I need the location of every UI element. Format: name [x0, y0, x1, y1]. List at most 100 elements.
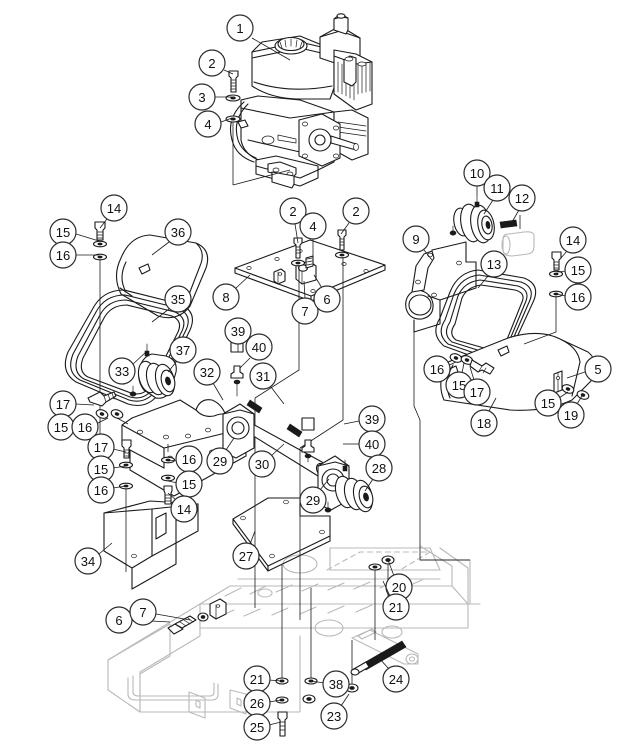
- callout-bubble[interactable]: [206, 447, 234, 475]
- callout-bubble[interactable]: [463, 378, 491, 406]
- callout-18[interactable]: 18: [470, 397, 498, 437]
- callout-36[interactable]: 36: [151, 218, 192, 256]
- callout-34[interactable]: 34: [74, 542, 113, 575]
- callout-28[interactable]: 28: [364, 454, 393, 492]
- callout-21[interactable]: 21: [382, 580, 410, 621]
- callout-bubble[interactable]: [480, 250, 508, 278]
- callout-bubble[interactable]: [243, 713, 271, 741]
- callout-bubble[interactable]: [382, 593, 410, 621]
- callout-15[interactable]: 15: [49, 218, 100, 246]
- callout-6[interactable]: 6: [105, 606, 171, 634]
- callout-6[interactable]: 6: [313, 274, 341, 313]
- callout-bubble[interactable]: [320, 702, 348, 730]
- callout-bubble[interactable]: [194, 110, 222, 138]
- callout-bubble[interactable]: [248, 450, 276, 478]
- callout-bubble[interactable]: [164, 218, 192, 246]
- callout-bubble[interactable]: [129, 598, 157, 626]
- callout-16[interactable]: 16: [555, 283, 592, 311]
- callout-16[interactable]: 16: [49, 241, 99, 269]
- callout-31[interactable]: 31: [249, 362, 285, 405]
- callout-17[interactable]: 17: [87, 433, 127, 461]
- callout-bubble[interactable]: [342, 197, 370, 225]
- callout-33[interactable]: 33: [108, 351, 147, 385]
- callout-29[interactable]: 29: [206, 437, 235, 475]
- callout-bubble[interactable]: [198, 49, 226, 77]
- callout-bubble[interactable]: [423, 355, 451, 383]
- callout-19[interactable]: 19: [557, 395, 585, 429]
- callout-2[interactable]: 2: [198, 49, 234, 77]
- callout-bubble[interactable]: [169, 336, 197, 364]
- callout-14[interactable]: 14: [99, 194, 128, 229]
- callout-bubble[interactable]: [170, 495, 198, 523]
- callout-bubble[interactable]: [249, 362, 277, 390]
- callout-25[interactable]: 25: [243, 713, 282, 741]
- callout-32[interactable]: 32: [193, 358, 224, 401]
- callout-bubble[interactable]: [534, 389, 562, 417]
- callout-bubble[interactable]: [559, 226, 587, 254]
- callout-16[interactable]: 16: [87, 476, 127, 504]
- callout-14[interactable]: 14: [167, 492, 198, 523]
- callout-39[interactable]: 39: [343, 405, 386, 433]
- callout-bubble[interactable]: [279, 197, 307, 225]
- callout-2[interactable]: 2: [340, 197, 370, 235]
- callout-bubble[interactable]: [105, 606, 133, 634]
- callout-26[interactable]: 26: [243, 689, 282, 717]
- callout-5[interactable]: 5: [566, 355, 612, 383]
- callout-29[interactable]: 29: [299, 478, 330, 514]
- callout-23[interactable]: 23: [320, 693, 350, 730]
- callout-15[interactable]: 15: [534, 389, 569, 417]
- callout-bubble[interactable]: [188, 83, 216, 111]
- callout-bubble[interactable]: [299, 486, 327, 514]
- callout-39[interactable]: 39: [224, 317, 252, 352]
- callout-bubble[interactable]: [245, 333, 273, 361]
- callout-bubble[interactable]: [87, 476, 115, 504]
- callout-bubble[interactable]: [49, 241, 77, 269]
- callout-15[interactable]: 15: [556, 256, 592, 284]
- callout-bubble[interactable]: [584, 355, 612, 383]
- callout-bubble[interactable]: [74, 547, 102, 575]
- callout-9[interactable]: 9: [402, 225, 433, 261]
- callout-21[interactable]: 21: [243, 665, 282, 693]
- callout-13[interactable]: 13: [477, 250, 508, 289]
- callout-bubble[interactable]: [557, 401, 585, 429]
- callout-bubble[interactable]: [108, 357, 136, 385]
- callout-bubble[interactable]: [226, 14, 254, 42]
- callout-bubble[interactable]: [470, 409, 498, 437]
- callout-30[interactable]: 30: [248, 443, 285, 478]
- callout-1[interactable]: 1: [226, 14, 291, 61]
- callout-4[interactable]: 4: [299, 212, 327, 262]
- callout-10[interactable]: 10: [463, 159, 491, 196]
- callout-7[interactable]: 7: [291, 280, 319, 325]
- callout-bubble[interactable]: [212, 283, 240, 311]
- callout-7[interactable]: 7: [129, 598, 191, 626]
- callout-bubble[interactable]: [224, 317, 252, 345]
- callout-bubble[interactable]: [232, 542, 260, 570]
- callout-14[interactable]: 14: [559, 226, 587, 259]
- callout-40[interactable]: 40: [343, 430, 386, 458]
- callout-3[interactable]: 3: [188, 83, 232, 111]
- callout-17[interactable]: 17: [463, 366, 491, 406]
- callout-bubble[interactable]: [299, 212, 327, 240]
- callout-bubble[interactable]: [564, 283, 592, 311]
- callout-2[interactable]: 2: [279, 197, 307, 244]
- callout-bubble[interactable]: [483, 174, 511, 202]
- callout-bubble[interactable]: [365, 454, 393, 482]
- callout-bubble[interactable]: [164, 285, 192, 313]
- callout-bubble[interactable]: [508, 184, 536, 212]
- callout-8[interactable]: 8: [212, 274, 251, 311]
- callout-12[interactable]: 12: [508, 184, 536, 223]
- callout-38[interactable]: 38: [310, 670, 350, 698]
- callout-bubble[interactable]: [463, 159, 491, 187]
- callout-16[interactable]: 16: [71, 413, 109, 441]
- callout-bubble[interactable]: [322, 670, 350, 698]
- callout-bubble[interactable]: [313, 285, 341, 313]
- callout-bubble[interactable]: [100, 194, 128, 222]
- callout-bubble[interactable]: [382, 665, 410, 693]
- callout-15[interactable]: 15: [167, 470, 203, 498]
- callout-37[interactable]: 37: [167, 336, 197, 373]
- callout-27[interactable]: 27: [232, 530, 260, 570]
- callout-bubble[interactable]: [402, 225, 430, 253]
- callout-11[interactable]: 11: [483, 174, 511, 215]
- callout-4[interactable]: 4: [194, 110, 233, 138]
